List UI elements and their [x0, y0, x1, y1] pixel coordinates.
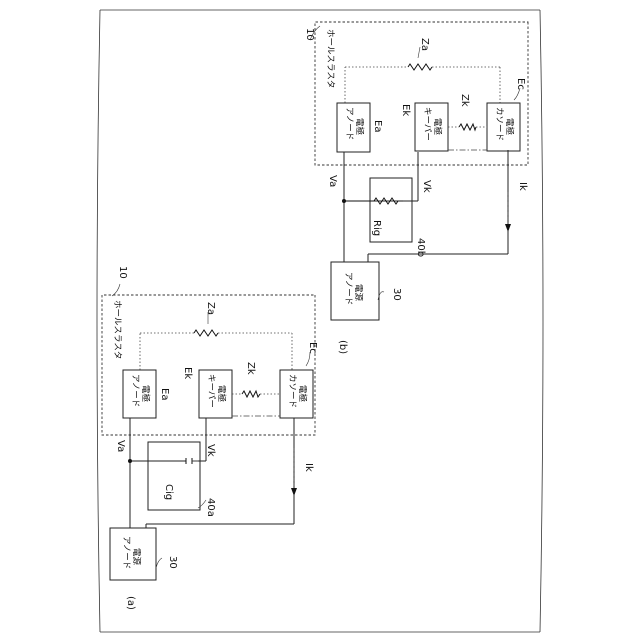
anode-power-text1-a: アノード: [121, 536, 131, 569]
keeper-electrode-text2-b: 電極: [432, 118, 443, 136]
za-label-a: Za: [205, 302, 216, 315]
keeper-electrode-ref-b: Ek: [400, 104, 411, 116]
zk-path-a: [232, 391, 280, 397]
ref-leader-10-a: [112, 284, 120, 296]
capacitor-cig-a: [186, 458, 192, 464]
element-ref-a: 40a: [205, 498, 216, 517]
anode-power-ref-b: 30: [391, 288, 402, 301]
hall-thruster-label-a: ホールスラスタ: [112, 300, 122, 359]
keeper-electrode-text1-a: キーパー: [206, 374, 216, 408]
panel-a: ホールスラスタ 10 Za アノード 電極 Ea キーパー 電極 Ek: [102, 266, 318, 610]
caption-a: (a): [125, 596, 136, 610]
zk-label-b: Zk: [459, 94, 470, 107]
keeper-electrode-text1-b: キーパー: [422, 107, 432, 141]
page-border: [97, 10, 543, 632]
junction-dot-a: [128, 459, 132, 463]
anode-electrode-text1-b: アノード: [344, 107, 354, 140]
zk-label-a: Zk: [245, 362, 256, 375]
caption-b: (b): [337, 340, 348, 354]
cathode-electrode-text1-b: カソード: [494, 107, 504, 141]
anode-power-text2-b: 電源: [353, 284, 363, 302]
ik-label-b: Ik: [517, 182, 528, 191]
anode-power-text2-a: 電源: [131, 548, 141, 566]
resistor-rig-b: [344, 198, 403, 204]
resistor-zk-a: [242, 391, 260, 397]
vk-label-b: Vk: [421, 180, 432, 193]
element-label-b: Rig: [371, 220, 382, 236]
hall-thruster-ref-b: 10: [304, 28, 315, 41]
hall-thruster-ref-a: 10: [117, 266, 128, 279]
keeper-electrode-text2-a: 電極: [216, 385, 227, 403]
current-arrow-b: [505, 192, 511, 232]
za-path-b: [345, 64, 500, 103]
anode-electrode-ref-a: Ea: [159, 388, 170, 400]
resistor-za-b: [408, 64, 432, 70]
za-label-b: Za: [419, 38, 430, 51]
cathode-electrode-text1-a: カソード: [287, 374, 297, 408]
anode-electrode-text1-a: アノード: [130, 374, 140, 407]
element-label-a: Cig: [163, 484, 174, 500]
panel-b: ホールスラスタ 10 Za アノード 電極 Ea キーパー 電極 Ek: [304, 22, 528, 354]
va-label-b: Va: [327, 175, 338, 187]
anode-electrode-ref-b: Ea: [372, 120, 383, 132]
za-path-a: [140, 330, 292, 370]
anode-power-text1-b: アノード: [343, 272, 353, 305]
vk-label-a: Vk: [205, 444, 216, 457]
resistor-zk-b: [459, 124, 476, 130]
element-ref-b: 40b: [415, 238, 426, 257]
anode-power-ref-a: 30: [167, 556, 178, 569]
resistor-za-a: [194, 330, 218, 336]
ik-label-a: Ik: [303, 463, 314, 472]
cathode-electrode-text2-a: 電極: [297, 385, 308, 403]
cathode-electrode-ref-b: Ec: [515, 78, 526, 90]
va-label-a: Va: [115, 440, 126, 452]
anode-electrode-text2-a: 電極: [140, 385, 151, 403]
zk-path-b: [448, 124, 487, 130]
cathode-electrode-ref-a: Ec: [307, 342, 318, 354]
cathode-electrode-text2-b: 電極: [504, 118, 515, 136]
hall-thruster-label-b: ホールスラスタ: [325, 29, 335, 88]
keeper-electrode-ref-a: Ek: [182, 367, 193, 379]
anode-electrode-text2-b: 電極: [354, 118, 365, 136]
